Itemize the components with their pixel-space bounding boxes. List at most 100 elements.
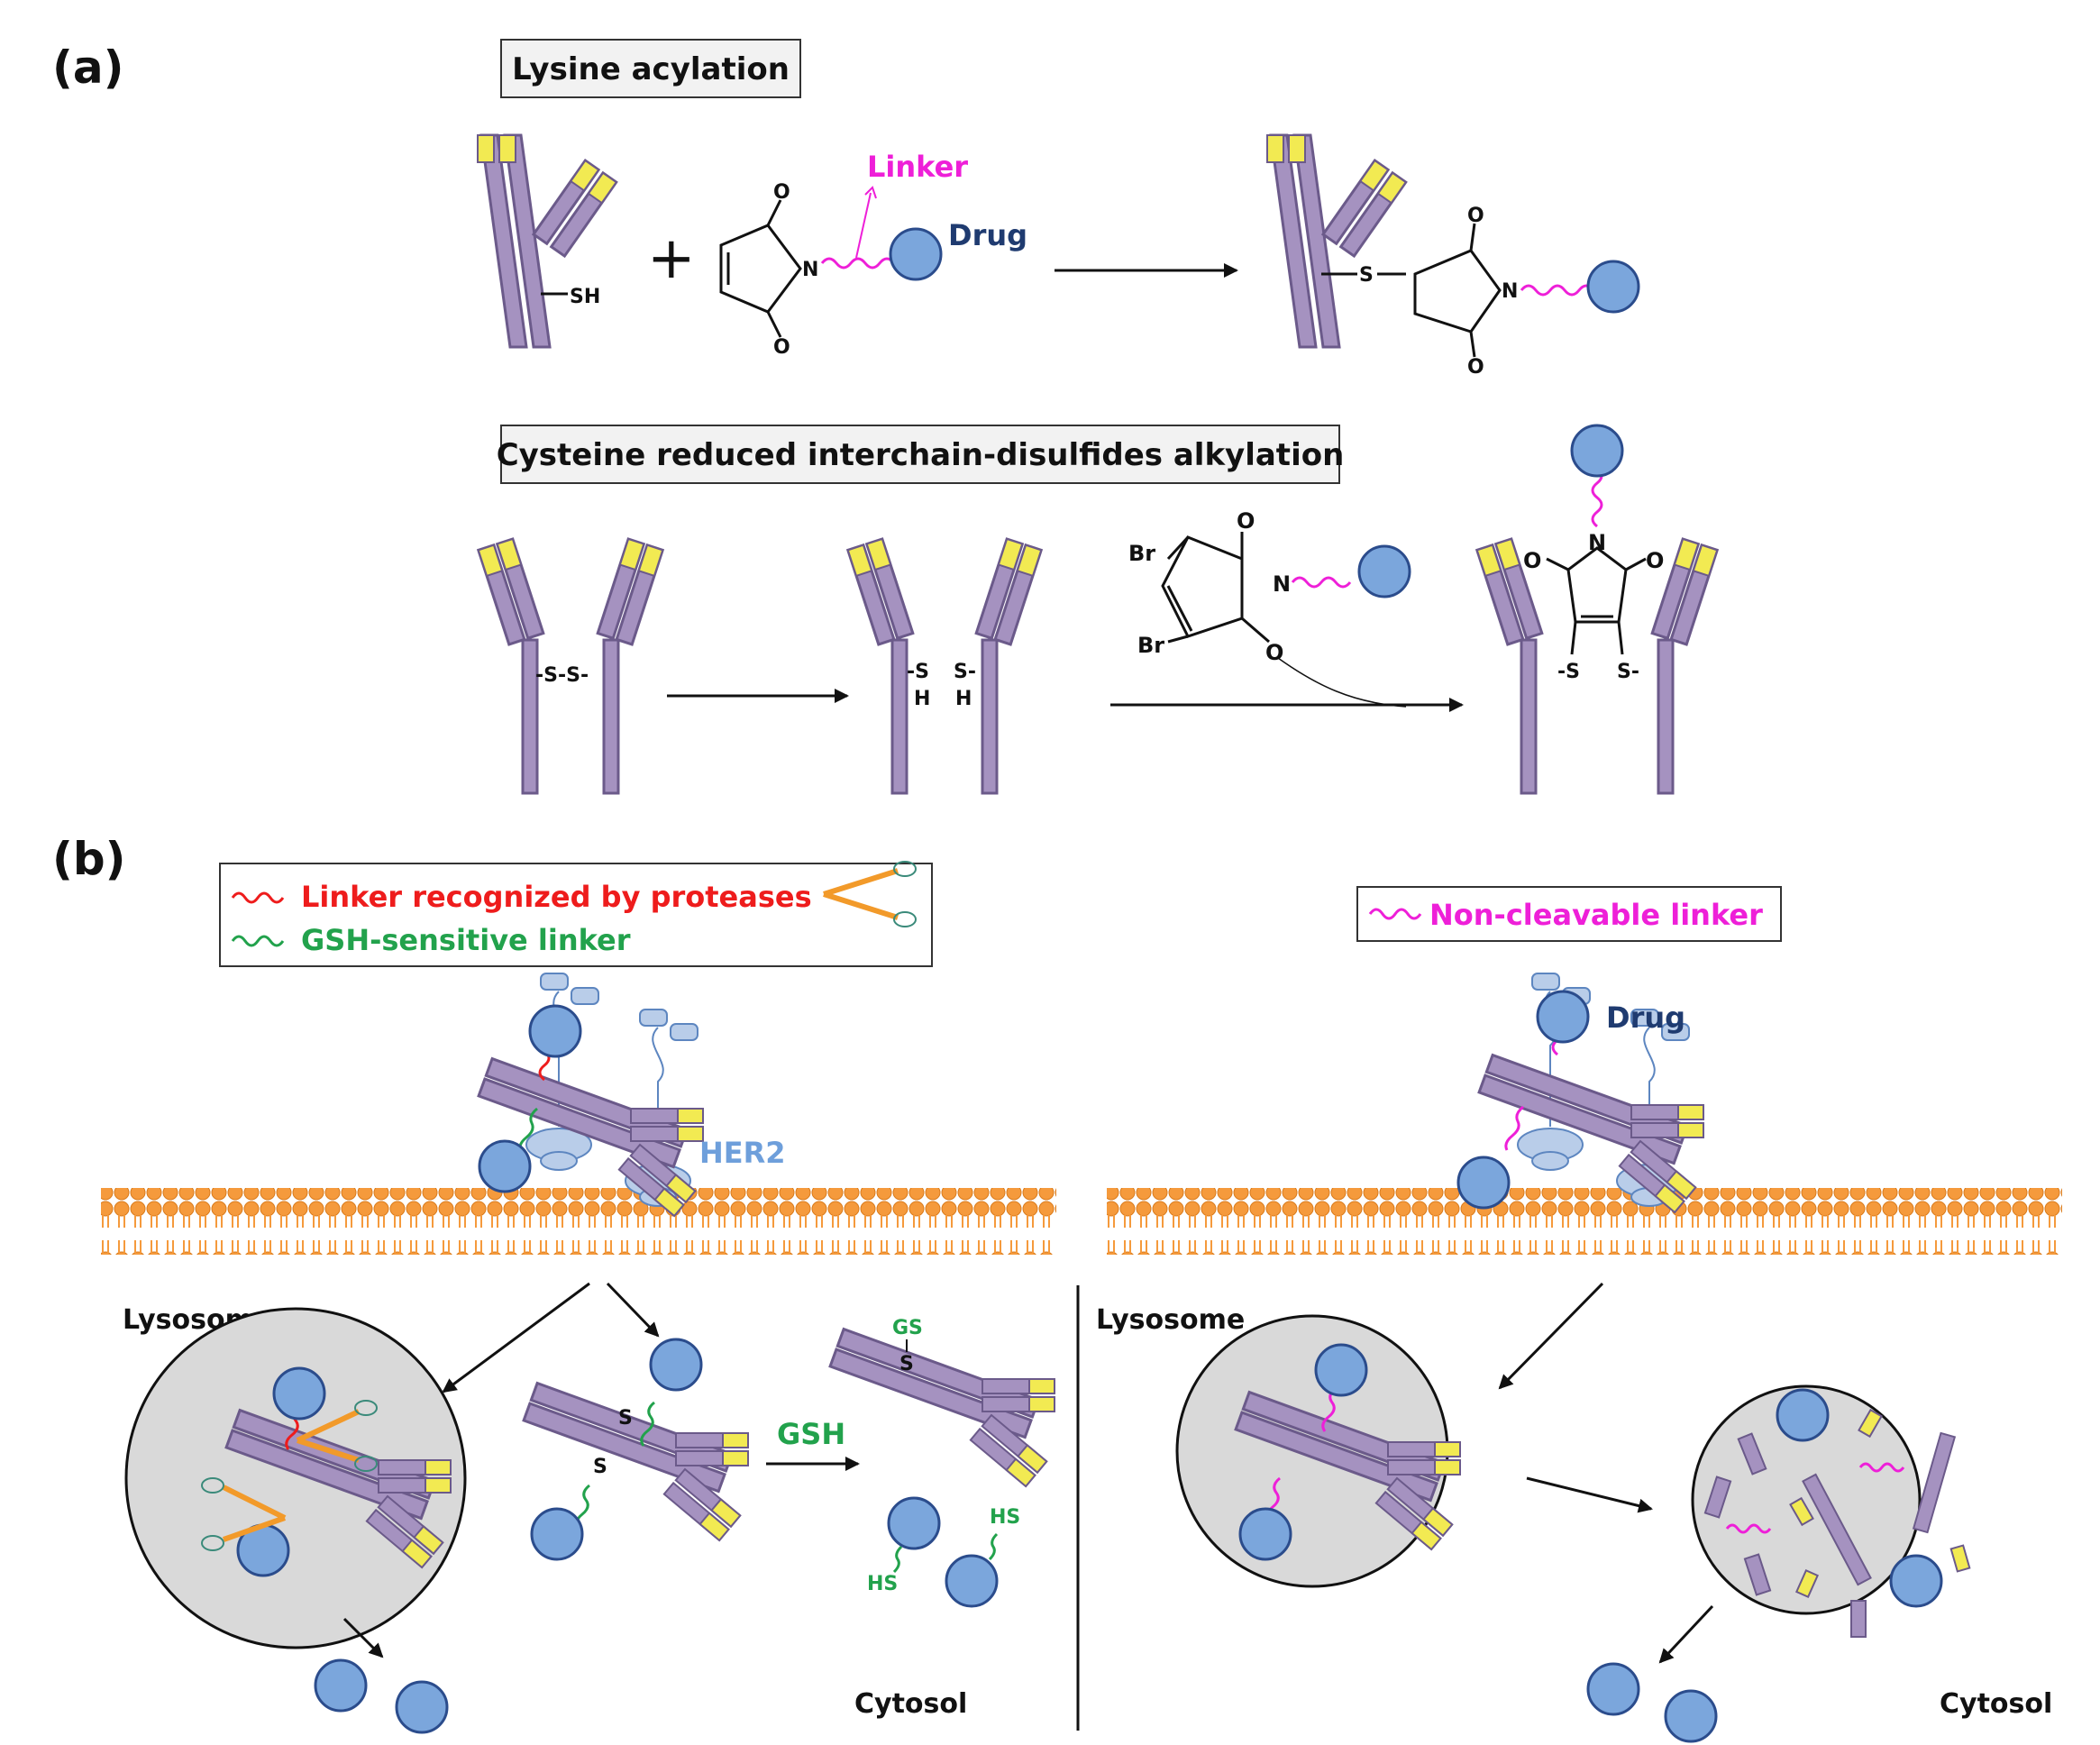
s-bridged-left: -S <box>1557 661 1580 683</box>
o-left-bridged: O <box>1523 548 1541 573</box>
gsh-s-bottom: S <box>593 1456 607 1478</box>
legend-gsh-text: GSH-sensitive linker <box>301 923 631 957</box>
her2-left-a <box>525 973 599 1171</box>
n-product1: N <box>1502 280 1518 303</box>
dibromomaleimide <box>1161 532 1270 644</box>
lyso-left-drug-top <box>272 1366 326 1421</box>
drug-bridged <box>1570 424 1624 478</box>
lysine-title-box <box>500 39 801 98</box>
o-top-product1: O <box>1467 205 1484 227</box>
o-bottom-dbm: O <box>1265 640 1283 665</box>
n-bridged: N <box>1588 530 1606 555</box>
gsh-product-antibody <box>828 1328 1056 1488</box>
drug-label-row1: Drug <box>948 218 1027 252</box>
released-drug-left-2 <box>395 1680 449 1734</box>
gs-label: GS <box>892 1317 923 1339</box>
arrow-degraded-out <box>1658 1604 1714 1664</box>
legend-right <box>1356 886 1782 942</box>
s-bridged-right: S- <box>1617 661 1639 683</box>
ss-bridge: -S-S- <box>535 664 589 687</box>
lysine-title: Lysine acylation <box>512 51 790 87</box>
o-bottom-product1: O <box>1467 356 1484 379</box>
legend-protease-text: Linker recognized by proteases <box>301 880 812 914</box>
adc-right-drug-bottom <box>1456 1156 1511 1210</box>
sh-label: SH <box>570 286 600 308</box>
h-reduced-left: H <box>914 688 930 710</box>
drug-dbm <box>1357 544 1411 598</box>
linker-bridged <box>1591 467 1603 528</box>
legend-red-linker <box>231 891 285 904</box>
hs-label-1: HS <box>867 1573 898 1595</box>
antibody-row1-left <box>476 133 618 349</box>
antibody-row1-right <box>1265 133 1408 349</box>
adc-left-green-linker <box>518 1107 538 1153</box>
panel-label-a: (a) <box>52 41 123 94</box>
lysosome-label-right: Lysosome <box>1096 1304 1245 1336</box>
adc-right-linker-bottom <box>1504 1105 1524 1151</box>
adc-left-drug-bottom <box>478 1139 532 1193</box>
s-row1-product: S <box>1359 264 1374 287</box>
legend-left <box>219 863 933 967</box>
degraded-drug-2 <box>1889 1554 1943 1608</box>
her2-label: HER2 <box>699 1136 786 1170</box>
linker-label: Linker <box>867 150 968 184</box>
br-top: Br <box>1128 541 1155 566</box>
degraded-fragments <box>1703 1408 1971 1638</box>
membrane-right <box>1107 1188 2062 1255</box>
gsh-drug-top <box>649 1338 703 1392</box>
maleimide-row1 <box>719 199 802 338</box>
linker-dbm <box>1291 576 1352 589</box>
gsh-label: GSH <box>777 1417 845 1451</box>
hs-drug-2 <box>945 1554 999 1608</box>
adc-right-drug-top <box>1536 990 1590 1044</box>
gsh-linker-top <box>640 1401 655 1447</box>
drug-label-b: Drug <box>1606 1000 1685 1035</box>
antibody-row2-product <box>1475 537 1719 795</box>
o-top-row1: O <box>773 181 790 204</box>
bridged-maleimide <box>1546 546 1647 655</box>
hs-drug-1 <box>887 1496 941 1550</box>
sh-reduced-right: S- <box>954 661 976 683</box>
gs-s-label: S <box>899 1353 914 1375</box>
cytosol-label-left: Cytosol <box>854 1688 967 1720</box>
o-bottom-row1: O <box>773 336 790 359</box>
succinimide-row1 <box>1377 223 1502 358</box>
h-reduced-right: H <box>955 688 972 710</box>
drug-row1 <box>889 227 943 281</box>
lyso-right-drug-top <box>1314 1343 1368 1397</box>
n-dbm: N <box>1273 571 1291 597</box>
cysteine-title-box <box>500 425 1340 484</box>
released-drug-right-2 <box>1664 1689 1718 1743</box>
degraded-drug-1 <box>1776 1388 1830 1442</box>
scissors-icon-lyso-1 <box>296 1400 378 1472</box>
linker-product1 <box>1520 284 1595 297</box>
antibody-row2-reduced <box>846 537 1043 795</box>
legend-noncleavable-text: Non-cleavable linker <box>1429 898 1763 932</box>
o-right-bridged: O <box>1646 548 1664 573</box>
plus-sign: + <box>647 225 696 292</box>
released-drug-left-1 <box>314 1658 368 1713</box>
hs-label-2: HS <box>990 1506 1020 1529</box>
gsh-s-top: S <box>618 1407 633 1430</box>
curved-arrow <box>1277 657 1407 708</box>
gsh-drug-bottom <box>530 1507 584 1561</box>
lyso-right-drug-bottom <box>1238 1507 1292 1561</box>
panel-label-b: (b) <box>52 833 126 885</box>
linker-row1 <box>820 257 896 270</box>
cytosol-label-right: Cytosol <box>1940 1688 2052 1720</box>
legend-pink-linker <box>1368 908 1422 920</box>
drug-product1 <box>1586 260 1640 314</box>
arrow-to-lysosome-left <box>442 1282 590 1393</box>
scissors-icon <box>823 861 917 927</box>
arrow-lysosome-to-degraded <box>1526 1476 1653 1513</box>
arrow-to-lysosome-right <box>1498 1282 1604 1390</box>
lysosome-left <box>124 1307 467 1649</box>
legend-green-linker <box>231 935 285 947</box>
n-row1: N <box>802 259 818 281</box>
cysteine-title: Cysteine reduced interchain-disulfides a… <box>497 437 1345 473</box>
arrow-to-gsh-path <box>606 1282 660 1338</box>
arrow-lysosome-left-out <box>342 1617 384 1658</box>
adc-left-drug-top <box>528 1004 582 1058</box>
linker-pointer <box>855 192 872 259</box>
